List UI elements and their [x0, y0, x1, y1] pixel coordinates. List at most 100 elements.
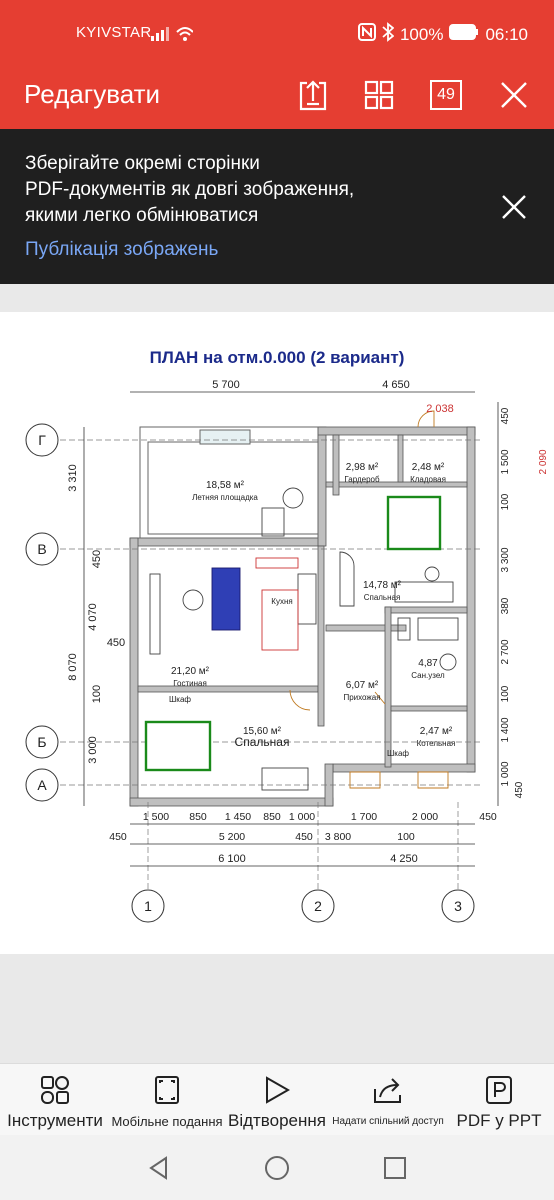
dim-bottom: 5 200: [219, 831, 245, 843]
bottom-toolbar: Інструменти Мобільне подання Відтворення…: [0, 1063, 554, 1135]
room-name: Шкаф: [169, 695, 191, 704]
dim-right: 450: [500, 407, 511, 424]
room-name: Летняя площадка: [192, 493, 258, 502]
room-name: Гостиная: [173, 679, 207, 688]
dim-bottom: 850: [263, 811, 281, 823]
dim-bottom: 850: [189, 811, 207, 823]
room-name: Сан.узел: [411, 671, 445, 680]
dim-left: 450: [107, 637, 125, 649]
room-area: 18,58 м²: [206, 480, 245, 491]
page-title: Редагувати: [24, 79, 161, 109]
dim-right: 1 400: [500, 717, 511, 742]
dim-bottom: 1 700: [351, 811, 377, 823]
app-bar: Редагувати 49: [0, 66, 554, 129]
axis-letter: Г: [38, 432, 46, 448]
room-area: 2,47 м²: [420, 726, 453, 737]
dim-bottom: 3 800: [325, 831, 351, 843]
axis-bubble: [131, 889, 165, 923]
dim-right: 3 300: [500, 547, 511, 572]
doors: [289, 410, 449, 789]
room-name: Кухня: [271, 597, 292, 606]
dim-right: 1 000: [500, 761, 511, 786]
playback-button[interactable]: Відтворення: [225, 1064, 329, 1136]
dim-top: 2 038: [426, 403, 454, 415]
axis-bubble: [25, 423, 59, 457]
dim-bottom: 450: [479, 811, 497, 823]
room-area: 14,78 м²: [363, 580, 402, 591]
dim-right: 100: [500, 493, 511, 510]
dim-right: 2 090: [538, 449, 549, 474]
plan-title: ПЛАН на отм.0.000 (2 вариант): [149, 348, 405, 367]
axis-number: 2: [314, 898, 322, 914]
dim-right: 380: [500, 597, 511, 614]
room-area: 6,07 м²: [346, 680, 379, 691]
share-icon: [371, 1074, 405, 1106]
dim-right: 1 500: [500, 449, 511, 474]
system-nav-bar: [0, 1135, 554, 1200]
publish-images-link[interactable]: Публікація зображень: [25, 239, 219, 260]
playback-label: Відтворення: [227, 1111, 326, 1130]
dim-bottom: 1 450: [225, 811, 251, 823]
dim-top: 5 700: [212, 379, 240, 391]
dim-top: 4 650: [382, 379, 410, 391]
axis-number: 1: [144, 898, 152, 914]
axis-number: 3: [454, 898, 462, 914]
tools-button[interactable]: Інструменти: [0, 1064, 110, 1136]
bluetooth-icon: [382, 22, 395, 47]
mobile-view-label: Мобільне подання: [111, 1114, 223, 1129]
dim-bottom: 1 500: [143, 811, 169, 823]
room-area: 2,48 м²: [412, 462, 445, 473]
floor-plan-drawing: 18,58 м² Летняя площадка 2,98 м² Гардероб 2,…: [25, 379, 549, 923]
export-icon[interactable]: [296, 78, 330, 112]
grid-view-icon[interactable]: [362, 78, 396, 112]
room-name: Шкаф: [387, 749, 409, 758]
room-name: Котельная: [417, 739, 456, 748]
dim-right: 2 700: [500, 639, 511, 664]
dim-bottom: 2 000: [412, 811, 438, 823]
tools-icon: [38, 1074, 72, 1106]
dim-left: 3 000: [87, 736, 99, 764]
room-name: Прихожая: [343, 693, 380, 702]
carrier-label: KYIVSTAR: [76, 24, 152, 41]
dim-bottom: 450: [295, 831, 313, 843]
close-icon[interactable]: [497, 78, 531, 112]
dim-bottom: 100: [397, 831, 415, 843]
pdf-to-ppt-button[interactable]: PDF у PPT: [448, 1064, 550, 1136]
room-area: 2,98 м²: [346, 462, 379, 473]
pdf-page: ПЛАН на отм.0.000 (2 вариант): [0, 312, 554, 954]
banner-close-icon[interactable]: [500, 193, 528, 221]
play-icon: [260, 1074, 294, 1106]
axis-letter: А: [37, 777, 47, 793]
room-name: Гардероб: [344, 475, 380, 484]
walls: [129, 426, 476, 807]
status-bar: KYIVSTAR 100% 06:10: [0, 0, 554, 66]
dim-right: 450: [514, 781, 525, 798]
mobile-view-icon: [150, 1074, 184, 1106]
banner-message: Зберігайте окремі сторінки PDF-документі…: [25, 153, 355, 226]
share-label: Надати спільний доступ: [332, 1116, 444, 1127]
page-count-button[interactable]: 49: [430, 80, 462, 110]
axis-letter: В: [37, 541, 46, 557]
dim-left: 450: [91, 550, 103, 568]
document-viewer[interactable]: ПЛАН на отм.0.000 (2 вариант): [0, 284, 554, 1063]
terrace: [139, 426, 319, 539]
axis-bubble: [25, 768, 59, 802]
clock: 06:10: [485, 24, 528, 44]
battery-percent: 100%: [399, 24, 444, 44]
home-icon[interactable]: [264, 1155, 290, 1181]
room-name: Спальная: [235, 735, 290, 749]
pdf-to-ppt-label: PDF у PPT: [456, 1111, 542, 1130]
dim-bottom: 4 250: [390, 853, 418, 865]
dim-bottom: 450: [109, 831, 127, 843]
recents-icon[interactable]: [382, 1155, 408, 1181]
mobile-view-button[interactable]: Мобільне подання: [111, 1064, 223, 1136]
axis-bubble: [25, 725, 59, 759]
room-area: 4,87: [418, 658, 438, 669]
room-name: Кладовая: [410, 475, 446, 484]
back-icon[interactable]: [146, 1155, 172, 1181]
signal-icon: [151, 24, 194, 47]
dim-left: 8 070: [67, 653, 79, 681]
share-button[interactable]: Надати спільний доступ: [330, 1064, 446, 1136]
dim-right: 100: [500, 685, 511, 702]
axis-bubble: [301, 889, 335, 923]
